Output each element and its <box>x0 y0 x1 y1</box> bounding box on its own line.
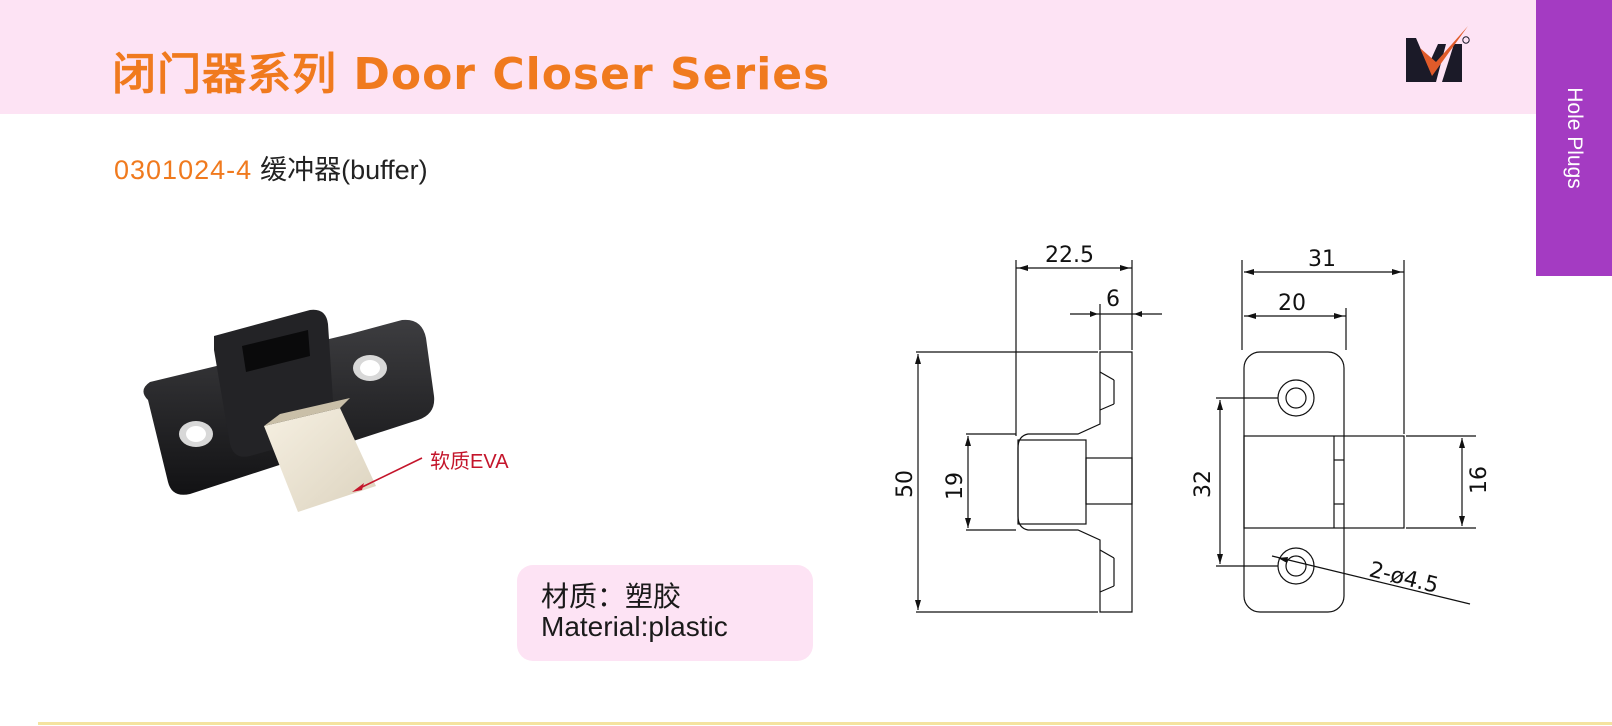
material-line-en: Material:plastic <box>541 611 728 642</box>
side-tab[interactable] <box>1536 0 1612 276</box>
product-code: 0301024-4 <box>114 155 253 185</box>
product-photo: 软质EVA <box>143 309 509 512</box>
footer-line <box>38 722 1612 725</box>
dim-31: 31 <box>1308 247 1336 272</box>
dim-22-5: 22.5 <box>1045 243 1094 268</box>
technical-drawing: 22.5 6 31 20 50 19 32 16 2-ø4.5 <box>893 243 1492 613</box>
material-box: 材质：塑胶 Material:plastic <box>517 565 813 661</box>
dim-20: 20 <box>1278 291 1306 316</box>
dim-50: 50 <box>893 470 918 498</box>
material-line-cn: 材质：塑胶 <box>541 581 682 612</box>
dim-19: 19 <box>943 472 968 500</box>
side-tab-label: Hole Plugs <box>1563 87 1586 189</box>
eva-callout: 软质EVA <box>430 450 509 473</box>
dim-32: 32 <box>1191 470 1216 498</box>
dim-16: 16 <box>1467 466 1492 494</box>
mm-logo-icon <box>1406 26 1470 82</box>
header-band <box>0 0 1536 114</box>
series-title: 闭门器系列 Door Closer Series <box>112 49 831 100</box>
dim-6: 6 <box>1106 287 1120 312</box>
dim-hole: 2-ø4.5 <box>1367 558 1441 599</box>
product-name: 缓冲器(buffer) <box>260 155 428 185</box>
